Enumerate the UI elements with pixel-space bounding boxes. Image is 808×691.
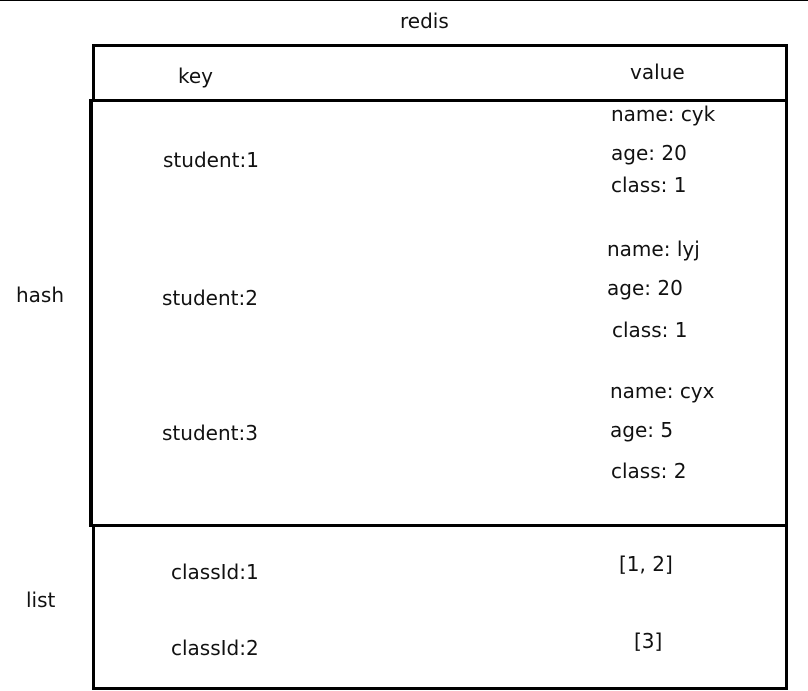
top-border-line: [0, 0, 808, 1]
list-entry-value: [1, 2]: [619, 552, 673, 576]
hash-field: age: 20: [607, 276, 683, 300]
hash-field: class: 1: [612, 318, 688, 342]
hash-section-box: [89, 99, 788, 527]
hash-entry-key: student:3: [162, 421, 258, 445]
hash-entry-key: student:1: [163, 148, 259, 172]
list-section-box: [92, 524, 788, 690]
list-entry-value: [3]: [634, 629, 663, 653]
header-box: [92, 44, 788, 102]
hash-entry-key: student:2: [162, 286, 258, 310]
section-type-list: list: [26, 588, 56, 612]
hash-field: name: cyk: [611, 102, 716, 126]
key-column-header: key: [178, 64, 214, 88]
hash-field: age: 20: [611, 141, 687, 165]
list-entry-key: classId:2: [171, 636, 259, 660]
hash-field: class: 1: [611, 173, 687, 197]
hash-field: class: 2: [611, 459, 687, 483]
section-type-hash: hash: [16, 283, 65, 307]
hash-field: name: cyx: [610, 379, 715, 403]
hash-field: age: 5: [610, 418, 674, 442]
diagram-title: redis: [400, 9, 449, 33]
value-column-header: value: [630, 60, 685, 84]
hash-field: name: lyj: [607, 237, 700, 261]
list-entry-key: classId:1: [171, 560, 259, 584]
